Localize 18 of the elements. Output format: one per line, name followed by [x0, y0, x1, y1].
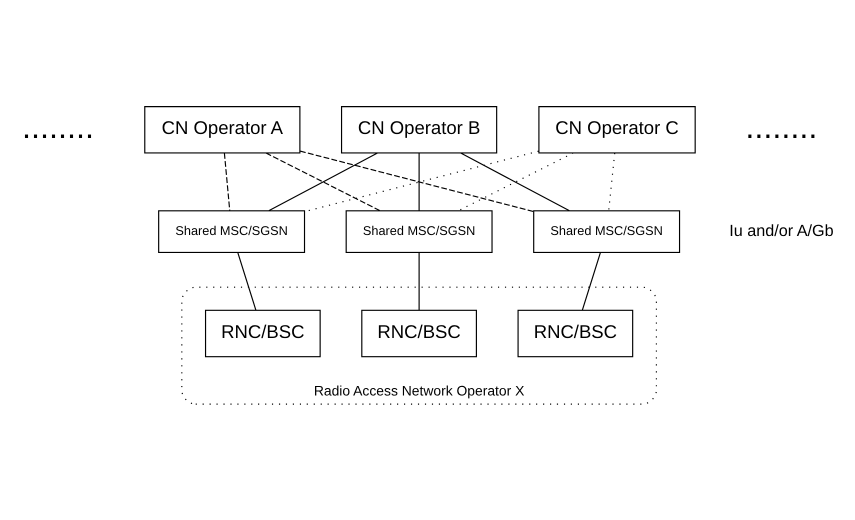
node-box: RNC/BSC: [518, 310, 634, 358]
node-box: CN Operator C: [538, 106, 696, 154]
node-box: Shared MSC/SGSN: [158, 210, 306, 254]
connector: [608, 152, 616, 211]
connector: [582, 252, 601, 310]
node-box: Shared MSC/SGSN: [346, 210, 493, 254]
node-box: RNC/BSC: [361, 310, 477, 358]
node-box: RNC/BSC: [204, 310, 321, 358]
node-box: Shared MSC/SGSN: [533, 210, 680, 254]
connector: [418, 252, 420, 310]
connector: [418, 153, 420, 210]
node-box: CN Operator B: [340, 106, 498, 154]
connector: [224, 152, 230, 211]
connector: [237, 252, 256, 310]
node-box: CN Operator A: [144, 106, 300, 154]
label: ........: [22, 108, 94, 145]
label: ........: [745, 108, 818, 145]
label: Iu and/or A/Gb: [729, 222, 834, 240]
